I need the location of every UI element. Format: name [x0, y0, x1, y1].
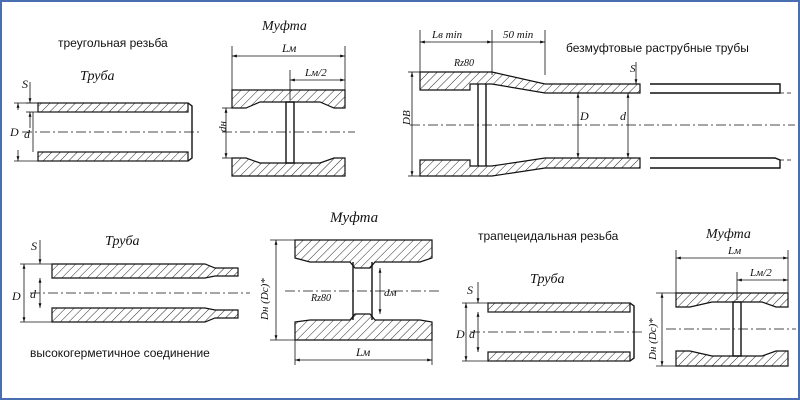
dim-dndc: Dн (Dc)* — [259, 278, 271, 321]
pipe-wall-bottom — [37, 151, 189, 162]
pipe-top-left: Труба S D d — [9, 69, 200, 162]
coupling-top: Муфта Lм Lм/2 dн — [217, 19, 355, 177]
dim-lbmin: Lв min — [431, 29, 463, 41]
dim-DB: DB — [401, 110, 413, 126]
dim-lm: Lм — [281, 41, 297, 55]
coupling-middle: Муфта Rz80 dм Dн (Dc)* Lм — [259, 210, 442, 365]
dim-s: S — [22, 77, 28, 91]
pipe-bottom-left: Труба D d S — [11, 234, 250, 323]
label-hermetic-joint: высокогерметичное соединение — [30, 346, 210, 360]
dim-dn: dн — [217, 121, 229, 133]
coupling-title: Муфта — [261, 19, 307, 34]
rz-label-top: Rz80 — [453, 58, 474, 69]
dim-D: D — [9, 125, 19, 139]
pipe-bottom-right: Труба D d S — [455, 272, 645, 362]
dim-50min: 50 min — [503, 29, 534, 41]
dim-lm-mid: Lм — [355, 345, 371, 359]
label-triangular-thread: треугольная резьба — [58, 36, 168, 50]
pipe-title: Труба — [80, 69, 115, 84]
label-trapezoidal-thread: трапецеидальная резьба — [478, 229, 619, 243]
dim-d: d — [24, 127, 31, 141]
dim-d-bottom: d — [30, 287, 37, 301]
dim-s-trap: S — [467, 283, 473, 297]
dim-D-socket: D — [579, 109, 589, 123]
coupling-groove — [285, 101, 295, 164]
dim-s-socket: S — [630, 63, 636, 75]
dim-D-bottom: D — [11, 289, 21, 303]
pipe-bottom-title: Труба — [105, 234, 140, 249]
pipe-trap-wall-top — [487, 302, 631, 313]
pipe-wall-top — [37, 102, 189, 113]
socket-pipe: Lв min 50 min Rz80 S D d DB — [401, 29, 795, 177]
dim-lm2-br: Lм/2 — [749, 267, 772, 279]
dim-dndc-br: Dн (Dc)* — [647, 318, 659, 361]
dim-d-socket: d — [620, 109, 627, 123]
coupling-br-title: Муфта — [705, 227, 751, 242]
dim-dm: dм — [384, 287, 397, 299]
pipe-trap-wall-bottom — [487, 351, 631, 362]
dim-lm-br: Lм — [727, 245, 741, 257]
dim-D-trap: D — [455, 327, 465, 341]
coupling-bottom-right: Муфта Lм Lм/2 Dн (Dc)* — [647, 227, 796, 367]
pipe-trap-title: Труба — [530, 272, 565, 287]
dim-d-trap: d — [469, 327, 476, 341]
label-socketless-pipes: безмуфтовые раструбные трубы — [566, 41, 749, 55]
dim-s-bottom: S — [31, 239, 37, 253]
coupling-middle-title: Муфта — [329, 210, 378, 226]
dim-lm2: Lм/2 — [304, 67, 327, 79]
rz-label-mid: Rz80 — [310, 293, 331, 304]
